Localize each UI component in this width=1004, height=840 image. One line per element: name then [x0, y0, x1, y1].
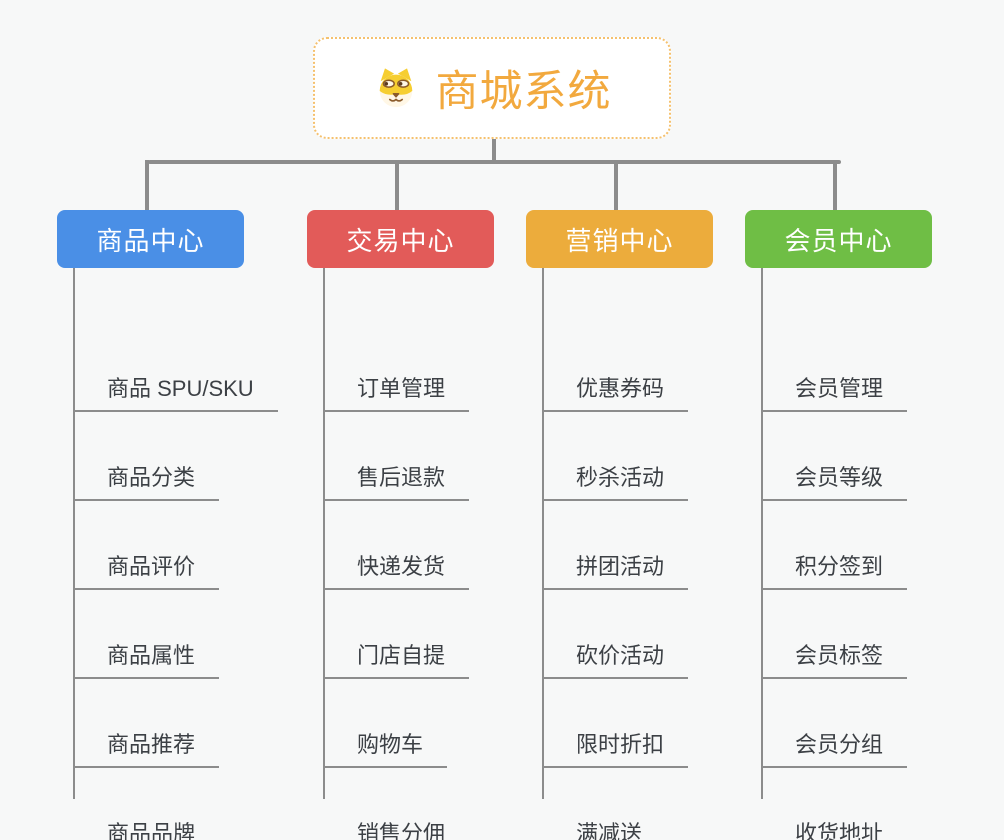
connector-branch-trunk [542, 268, 544, 799]
leaf-node[interactable]: 商品 SPU/SKU [73, 374, 278, 412]
branch-column-4: 会员中心会员管理会员等级积分签到会员标签会员分组收货地址 [745, 160, 995, 840]
leaf-node[interactable]: 售后退款 [323, 463, 470, 501]
connector-root-stub [492, 139, 496, 163]
branch-node[interactable]: 交易中心 [307, 210, 494, 268]
leaf-node[interactable]: 拼团活动 [542, 552, 689, 590]
leaf-node[interactable]: 商品属性 [73, 641, 220, 679]
leaf-node[interactable]: 门店自提 [323, 641, 470, 679]
leaf-node[interactable]: 积分签到 [761, 552, 908, 590]
connector-branch-drop [614, 160, 618, 210]
leaf-node[interactable]: 商品评价 [73, 552, 220, 590]
branch-column-2: 交易中心订单管理售后退款快递发货门店自提购物车销售分佣 [307, 160, 557, 840]
leaf-node[interactable]: 商品分类 [73, 463, 220, 501]
branch-node[interactable]: 商品中心 [57, 210, 244, 268]
dog-face-icon [373, 65, 419, 111]
leaf-node[interactable]: 会员标签 [761, 641, 908, 679]
leaf-node[interactable]: 商品推荐 [73, 730, 220, 768]
leaf-list: 优惠券码秒杀活动拼团活动砍价活动限时折扣满减送 [542, 268, 772, 840]
leaf-node[interactable]: 快递发货 [323, 552, 470, 590]
leaf-node[interactable]: 会员管理 [761, 374, 908, 412]
leaf-list: 会员管理会员等级积分签到会员标签会员分组收货地址 [761, 268, 991, 840]
connector-branch-drop [833, 160, 837, 210]
leaf-node[interactable]: 限时折扣 [542, 730, 689, 768]
leaf-node[interactable]: 会员等级 [761, 463, 908, 501]
leaf-node[interactable]: 秒杀活动 [542, 463, 689, 501]
connector-branch-drop [145, 160, 149, 210]
branch-column-3: 营销中心优惠券码秒杀活动拼团活动砍价活动限时折扣满减送 [526, 160, 776, 840]
root-title: 商城系统 [435, 68, 612, 116]
leaf-node[interactable]: 收货地址 [761, 819, 907, 840]
leaf-list: 订单管理售后退款快递发货门店自提购物车销售分佣 [323, 268, 553, 840]
branch-node[interactable]: 营销中心 [526, 210, 713, 268]
branch-column-1: 商品中心商品 SPU/SKU 商品分类商品评价商品属性商品推荐商品品牌 [57, 160, 307, 840]
leaf-node[interactable]: 商品品牌 [73, 819, 219, 840]
leaf-node[interactable]: 订单管理 [323, 374, 470, 412]
branch-node[interactable]: 会员中心 [745, 210, 932, 268]
root-node[interactable]: 商城系统 [313, 37, 671, 139]
connector-branch-trunk [323, 268, 325, 799]
leaf-list: 商品 SPU/SKU 商品分类商品评价商品属性商品推荐商品品牌 [73, 268, 303, 840]
leaf-node[interactable]: 砍价活动 [542, 641, 689, 679]
connector-branch-trunk [761, 268, 763, 799]
leaf-node[interactable]: 销售分佣 [323, 819, 469, 840]
leaf-node[interactable]: 会员分组 [761, 730, 908, 768]
leaf-node[interactable]: 优惠券码 [542, 374, 689, 412]
connector-branch-trunk [73, 268, 75, 799]
leaf-node[interactable]: 购物车 [323, 730, 448, 768]
connector-branch-drop [395, 160, 399, 210]
connector-horizontal [148, 160, 841, 164]
leaf-node[interactable]: 满减送 [542, 819, 666, 840]
